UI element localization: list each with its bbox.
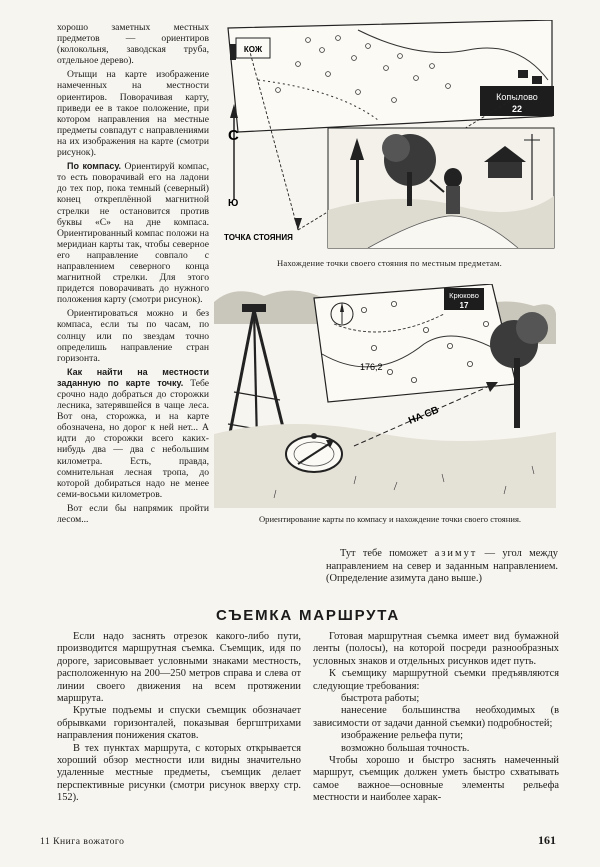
route-survey-left-column: Если надо заснять отрезок какого-либо пу… — [57, 631, 301, 805]
paragraph-straight-path: Вот если бы напрямик пройти лесом... — [57, 502, 209, 526]
section-heading: СЪЕМКА МАРШРУТА — [216, 607, 400, 624]
label-standing-point: ТОЧКА СТОЯНИЯ — [224, 233, 293, 242]
subheading-find-point: Как найти на местности заданную по карте… — [57, 366, 209, 388]
figure1-caption: Нахождение точки своего стояния по местн… — [276, 258, 503, 268]
footer-book-title: 11 Книга вожатого — [40, 836, 125, 847]
azimuth-term: азимут — [434, 548, 478, 559]
azimuth-text-start: Тут тебе поможет — [340, 548, 428, 559]
page-number: 161 — [538, 833, 556, 847]
compass-icon — [285, 433, 343, 473]
label-north: С — [228, 127, 239, 144]
tree-icon — [490, 312, 548, 428]
paragraph-compass-text: Ориентируй компас, то есть поворачивай е… — [57, 161, 209, 306]
paragraph-landmarks: хорошо заметных местных предметов — орие… — [57, 22, 209, 67]
requirement-item: нанесение большинства необходимых (в зав… — [313, 705, 559, 729]
paragraph-find-point-text: Тебе срочно надо добраться до сторожки л… — [57, 377, 209, 500]
label-village-number: 22 — [512, 104, 522, 114]
requirement-item: быстрота работы; — [341, 693, 420, 705]
label-village-number: 17 — [460, 301, 469, 310]
azimuth-paragraph: Тут тебе поможет азимут — угол между нап… — [326, 548, 558, 586]
north-arrow-icon — [230, 104, 238, 200]
figure-compass-orientation: Крюково 17 176,2 НА СВ — [214, 284, 556, 508]
requirement-item: возможно большая точность. — [341, 742, 470, 754]
label-height-mark: 176,2 — [360, 362, 383, 372]
requirement-item: изображение рельефа пути; — [341, 730, 464, 742]
paragraph-finished-survey: Готовая маршрутная съемка имеет вид бума… — [313, 631, 559, 667]
label-kozh: КОЖ — [244, 45, 263, 54]
subheading-compass: По компасу. — [67, 161, 122, 172]
paragraph-route-survey: Если надо заснять отрезок какого-либо пу… — [57, 631, 301, 705]
route-survey-right-column: Готовая маршрутная съемка имеет вид бума… — [313, 631, 559, 805]
paragraph-slopes: Крутые подъемы и спуски съемщик обознача… — [57, 705, 301, 742]
paragraph-requirements: К съемщику маршрутной съемки предъявляют… — [313, 668, 559, 692]
azimuth-text-end: — угол между направлением на север и зад… — [326, 548, 558, 585]
paragraph-skills: Чтобы хорошо и быстро заснять намеченный… — [313, 755, 559, 804]
map-board — [313, 284, 517, 403]
paragraph-no-compass: Ориентироваться можно и без компаса, есл… — [57, 308, 209, 364]
figure2-caption: Ориентирование карты по компасу и нахожд… — [258, 514, 522, 524]
direction-arrow — [353, 383, 495, 447]
left-text-column: хорошо заметных местных предметов — орие… — [57, 22, 209, 528]
village-label-box — [480, 86, 554, 116]
label-south: Ю — [228, 198, 238, 209]
village-label-box — [444, 288, 484, 310]
label-village-kryukovo: Крюково — [449, 291, 479, 300]
paragraph-perspective: В тех пунктах маршрута, с которых открыв… — [57, 742, 301, 804]
paragraph-map-orientation: Отыщи на карте изображение намеченных на… — [57, 69, 209, 159]
figure-landmark-orientation: КОЖ Копылово 22 С Ю ТОЧКА СТОЯНИЯ — [224, 20, 555, 249]
paragraph-find-point: Как найти на местности заданную по карте… — [57, 367, 209, 500]
label-direction-ne: НА СВ — [407, 405, 440, 427]
landscape-picture — [327, 127, 555, 249]
paragraph-compass: По компасу. Ориентируй компас, то есть п… — [57, 161, 209, 305]
